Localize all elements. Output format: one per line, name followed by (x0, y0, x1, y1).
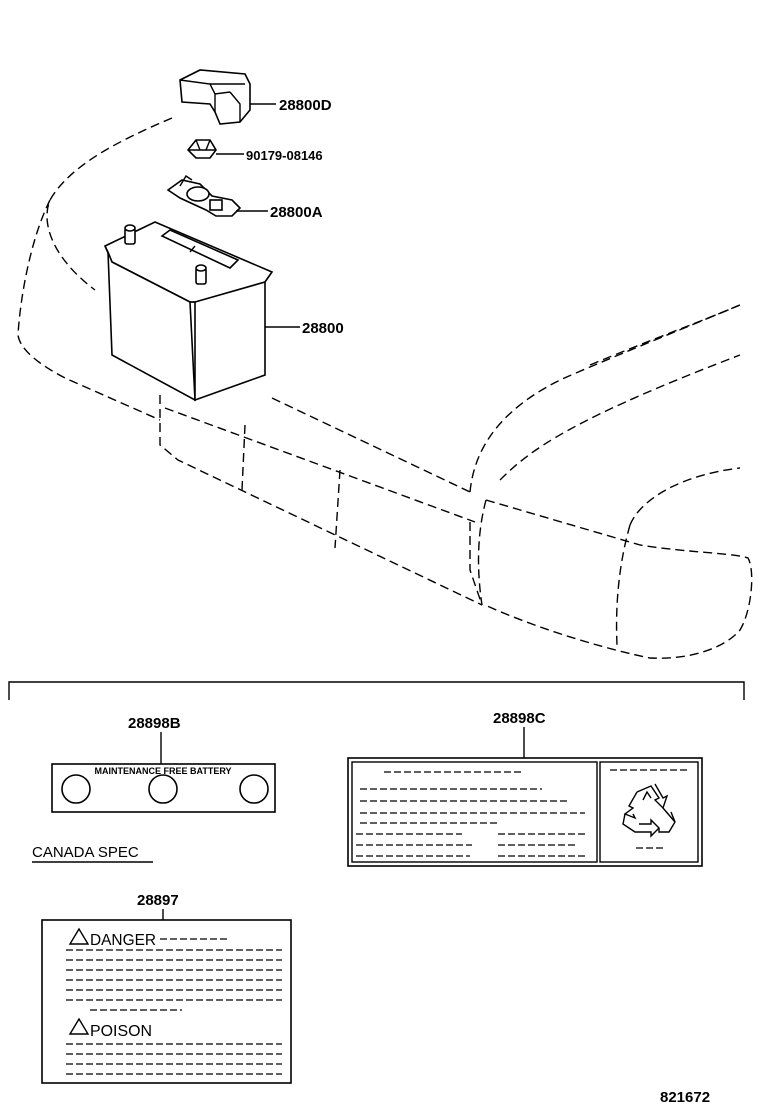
figure-number: 821672 (660, 1089, 710, 1106)
warning-triangle-icon (68, 927, 90, 945)
poison-heading: POISON (90, 1023, 152, 1040)
danger-heading: DANGER (90, 932, 156, 949)
part-number-cover: 28800D (279, 97, 332, 114)
terminal-cover-part (179, 69, 251, 125)
part-number-clamp: 28800A (270, 204, 323, 221)
warning-triangle-icon (68, 1017, 90, 1035)
part-number-battery: 28800 (302, 320, 344, 337)
battery-part (103, 221, 274, 402)
recycling-label (347, 757, 703, 867)
part-number-nut: 90179-08146 (246, 148, 323, 163)
nut-part (186, 139, 217, 159)
part-number-label-c: 28898C (493, 710, 546, 727)
maintenance-free-text: MAINTENANCE FREE BATTERY (95, 766, 232, 776)
canada-spec-label: CANADA SPEC (32, 844, 139, 861)
section-divider (8, 681, 745, 700)
part-number-danger-label: 28897 (137, 892, 179, 909)
recycle-icon (622, 783, 676, 838)
maintenance-free-label (51, 763, 276, 813)
terminal-clamp-part (166, 175, 242, 217)
danger-poison-label (41, 919, 292, 1084)
vehicle-body-outline (17, 117, 753, 659)
part-number-label-b: 28898B (128, 715, 181, 732)
